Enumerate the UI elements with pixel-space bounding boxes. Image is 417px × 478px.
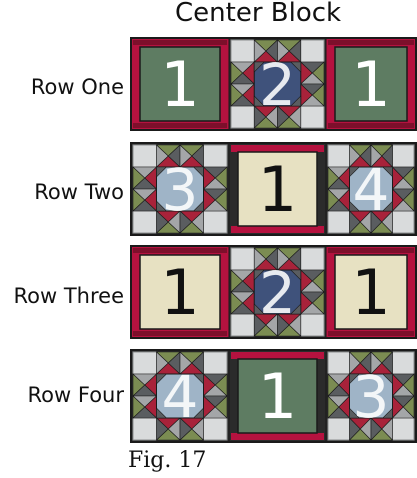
block-band-bottom <box>133 331 227 336</box>
star-corner-square <box>204 418 228 440</box>
quilt-block: 1 <box>229 143 326 235</box>
quilt-block: 3 <box>131 143 229 235</box>
quilt-block: 1 <box>326 246 416 338</box>
star-corner-square <box>231 40 254 62</box>
star-corner-square <box>231 248 254 270</box>
block-band-bottom <box>328 331 414 336</box>
quilt-block: 1 <box>131 246 229 338</box>
block-number: 3 <box>353 363 390 431</box>
star-corner-square <box>204 211 228 233</box>
block-number: 1 <box>258 153 297 226</box>
star-corner-square <box>133 211 157 233</box>
quilt-block: 2 <box>229 38 326 130</box>
block-number: 3 <box>162 156 199 224</box>
star-corner-square <box>393 211 415 233</box>
quilt-block: 1 <box>229 350 326 442</box>
quilt-block: 4 <box>326 143 416 235</box>
block-number: 1 <box>258 360 297 433</box>
star-corner-square <box>133 418 157 440</box>
block-band-top <box>133 40 227 45</box>
block-number: 1 <box>160 48 199 121</box>
block-band-top <box>231 352 324 359</box>
block-number: 4 <box>353 156 390 224</box>
star-corner-square <box>328 211 350 233</box>
star-corner-square <box>328 418 350 440</box>
star-corner-square <box>133 352 157 374</box>
block-number: 4 <box>162 363 199 431</box>
block-number: 2 <box>259 51 296 119</box>
block-number: 1 <box>160 256 199 329</box>
star-corner-square <box>393 352 415 374</box>
block-band-top <box>328 40 414 45</box>
quilt-block: 1 <box>326 38 416 130</box>
star-corner-square <box>301 248 324 270</box>
figure-caption: Fig. 17 <box>128 448 206 473</box>
block-number: 2 <box>259 259 296 327</box>
star-corner-square <box>301 106 324 128</box>
block-band-bottom <box>328 123 414 128</box>
quilt-block: 2 <box>229 246 326 338</box>
block-band-bottom <box>231 433 324 440</box>
star-corner-square <box>301 40 324 62</box>
quilt-block: 3 <box>326 350 416 442</box>
quilt-block: 4 <box>131 350 229 442</box>
block-number: 1 <box>351 256 390 329</box>
star-corner-square <box>204 145 228 167</box>
star-corner-square <box>231 106 254 128</box>
block-band-bottom <box>231 226 324 233</box>
star-corner-square <box>328 145 350 167</box>
block-band-bottom <box>133 123 227 128</box>
star-corner-square <box>204 352 228 374</box>
star-corner-square <box>231 314 254 336</box>
quilt-block: 1 <box>131 38 229 130</box>
star-corner-square <box>133 145 157 167</box>
star-corner-square <box>393 418 415 440</box>
star-corner-square <box>393 145 415 167</box>
star-corner-square <box>328 352 350 374</box>
block-number: 1 <box>351 48 390 121</box>
block-band-top <box>231 145 324 152</box>
block-band-top <box>328 248 414 253</box>
star-corner-square <box>301 314 324 336</box>
block-band-top <box>133 248 227 253</box>
